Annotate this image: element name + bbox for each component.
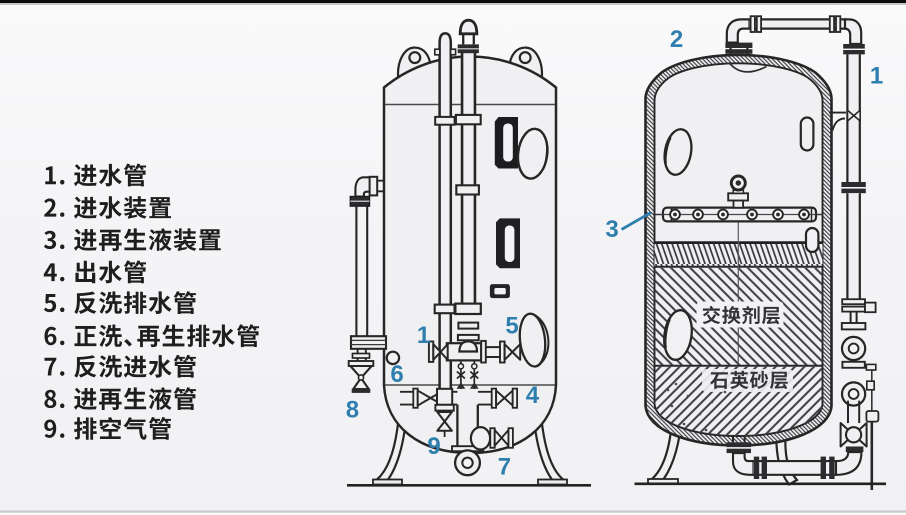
- svg-text:7: 7: [498, 454, 511, 481]
- svg-text:1: 1: [417, 322, 430, 349]
- svg-text:4: 4: [526, 382, 540, 409]
- svg-text:9: 9: [427, 433, 440, 460]
- svg-text:6: 6: [390, 361, 403, 388]
- svg-text:1: 1: [870, 63, 883, 90]
- svg-text:5: 5: [505, 313, 518, 340]
- svg-text:8: 8: [346, 396, 359, 423]
- svg-text:3: 3: [605, 216, 618, 243]
- svg-text:2: 2: [670, 26, 683, 53]
